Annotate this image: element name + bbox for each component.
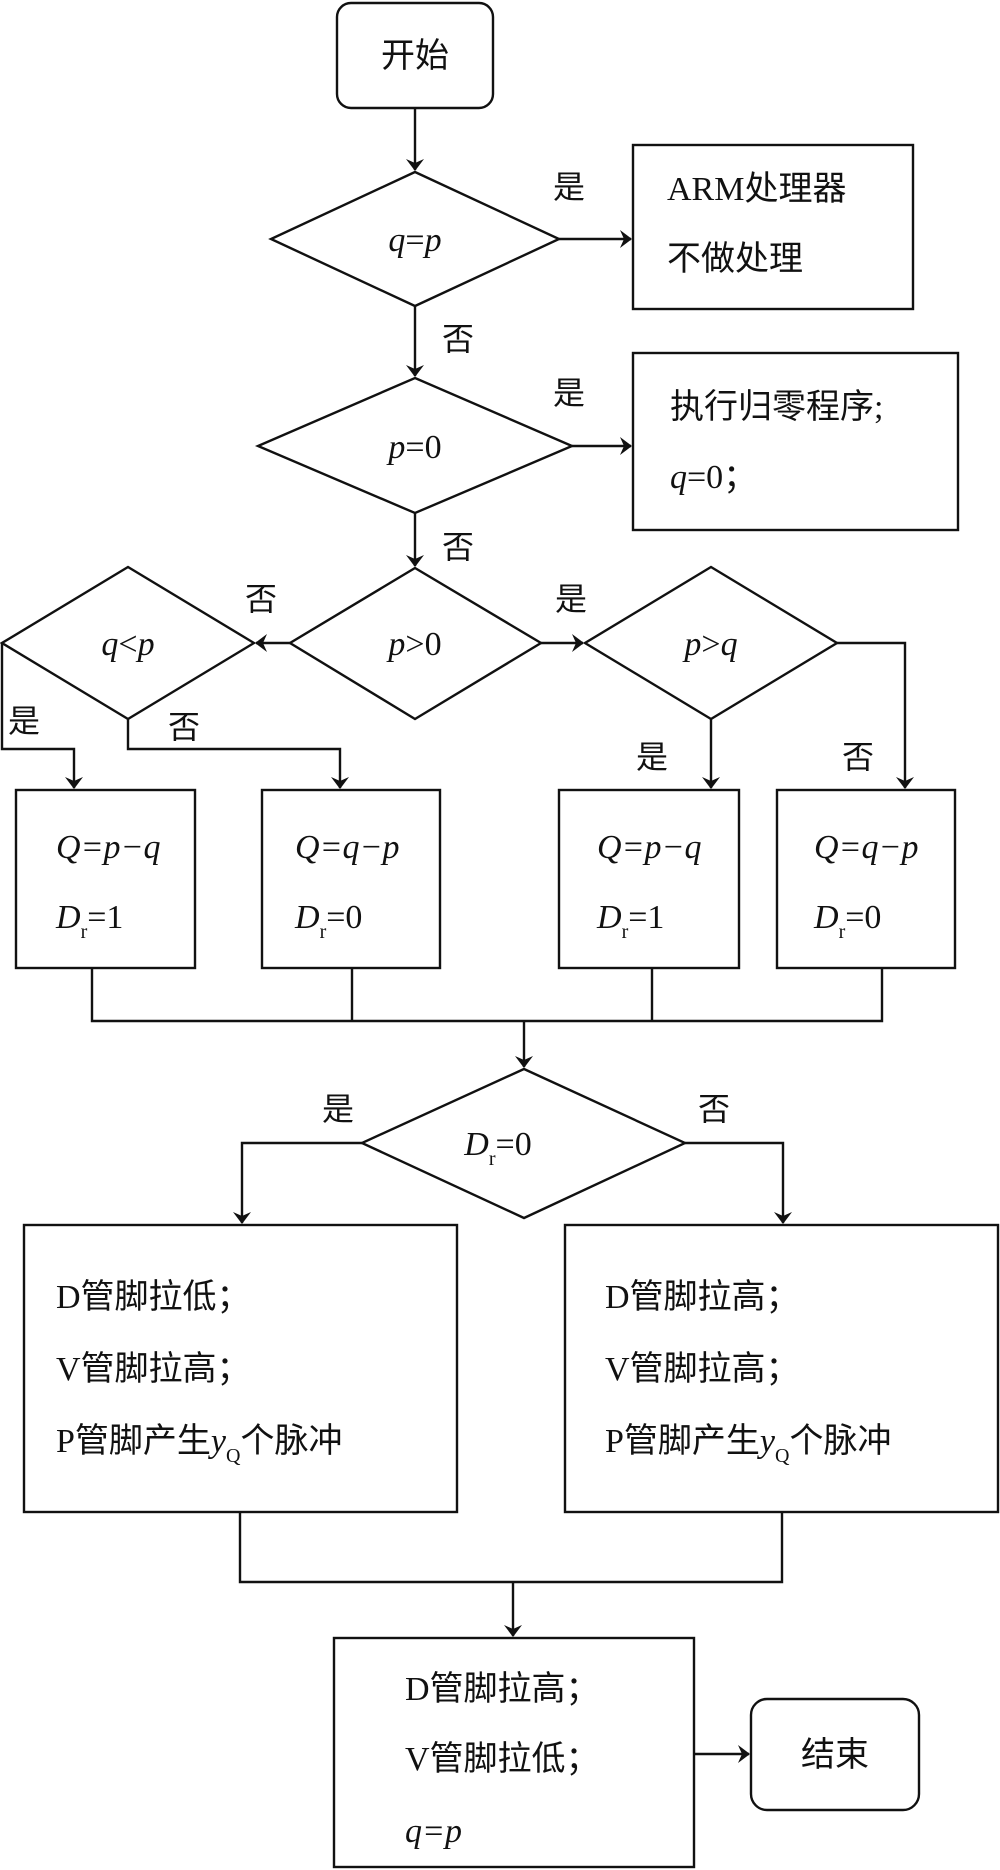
final-box: D管脚拉高； V管脚拉低； q=p: [332, 1636, 696, 1869]
d1-yes-label: 是: [553, 169, 585, 205]
decision-dr-eq-0-label: Dr=0: [463, 1126, 531, 1170]
d3-no-label: 否: [245, 581, 277, 617]
decision-q-eq-p-label: q=p: [388, 222, 441, 259]
decision-p-gt-q-label: p>q: [682, 626, 737, 663]
action-left-line2: V管脚拉高；: [56, 1350, 251, 1388]
calc-box-4-dr: Dr=0: [813, 899, 881, 943]
calc-box-2-dr: Dr=0: [294, 899, 362, 943]
start-label: 开始: [381, 37, 449, 75]
arrow-d6-no: [685, 1141, 792, 1224]
d1-no-label: 否: [442, 321, 474, 357]
d5-yes-label: 是: [636, 739, 668, 775]
final-line1: D管脚拉高；: [405, 1670, 600, 1708]
action-right-line3: P管脚产生yQ个脉冲: [605, 1422, 891, 1467]
box-zero-line2: q=0；: [670, 459, 757, 496]
box-zero-reset: [631, 351, 960, 532]
d2-yes-label: 是: [553, 375, 585, 411]
arrow-d4-no: [126, 719, 349, 789]
d4-no-label: 否: [168, 709, 200, 745]
calc-box-1: Q=p−q Dr=1: [14, 788, 197, 970]
d2-no-label: 否: [442, 529, 474, 565]
calc-box-1-dr: Dr=1: [55, 899, 123, 943]
d6-no-label: 否: [698, 1091, 730, 1127]
final-line3: q=p: [405, 1813, 462, 1850]
action-left-line3: P管脚产生yQ个脉冲: [56, 1422, 342, 1467]
arrow-d4-yes: [0, 643, 83, 789]
decision-dr-eq-0: [359, 1067, 688, 1220]
decision-p-gt-0-label: p>0: [386, 626, 441, 663]
d6-yes-label: 是: [322, 1091, 354, 1127]
arrow-d6-yes: [233, 1141, 362, 1224]
arrow-d5-no: [837, 641, 914, 789]
decision-p-eq-0-label: p=0: [386, 429, 441, 466]
box-arm-no-action: [631, 143, 915, 311]
box-arm-line1: ARM处理器: [667, 171, 846, 208]
calc-box-3: Q=p−q Dr=1: [557, 788, 741, 970]
box-arm-line2: 不做处理: [667, 240, 803, 278]
calc-box-4-q: Q=q−p: [814, 829, 918, 866]
calc-box-2: Q=q−p Dr=0: [260, 788, 442, 970]
d3-yes-label: 是: [555, 581, 587, 617]
action-box-right: D管脚拉高； V管脚拉高； P管脚产生yQ个脉冲: [563, 1223, 1000, 1514]
d5-no-label: 否: [842, 739, 874, 775]
action-left-line1: D管脚拉低；: [56, 1278, 251, 1316]
merge-line-calc: [90, 968, 884, 1023]
d4-yes-label: 是: [8, 703, 40, 739]
calc-box-3-dr: Dr=1: [596, 899, 664, 943]
calc-box-1-q: Q=p−q: [56, 829, 160, 866]
merge-line-actions: [238, 1512, 784, 1584]
calc-box-3-q: Q=p−q: [597, 829, 701, 866]
calc-box-2-q: Q=q−p: [295, 829, 399, 866]
calc-box-4: Q=q−p Dr=0: [775, 788, 957, 970]
action-right-line2: V管脚拉高；: [605, 1350, 800, 1388]
end-terminal: [749, 1697, 921, 1812]
decision-q-lt-p-label: q<p: [101, 626, 154, 663]
action-box-left: D管脚拉低； V管脚拉高； P管脚产生yQ个脉冲: [22, 1223, 459, 1514]
end-label: 结束: [801, 1736, 869, 1774]
final-line2: V管脚拉低；: [405, 1740, 600, 1778]
decision-p-gt-0: [287, 566, 544, 721]
box-zero-line1: 执行归零程序;: [670, 388, 883, 426]
action-right-line1: D管脚拉高；: [605, 1278, 800, 1316]
